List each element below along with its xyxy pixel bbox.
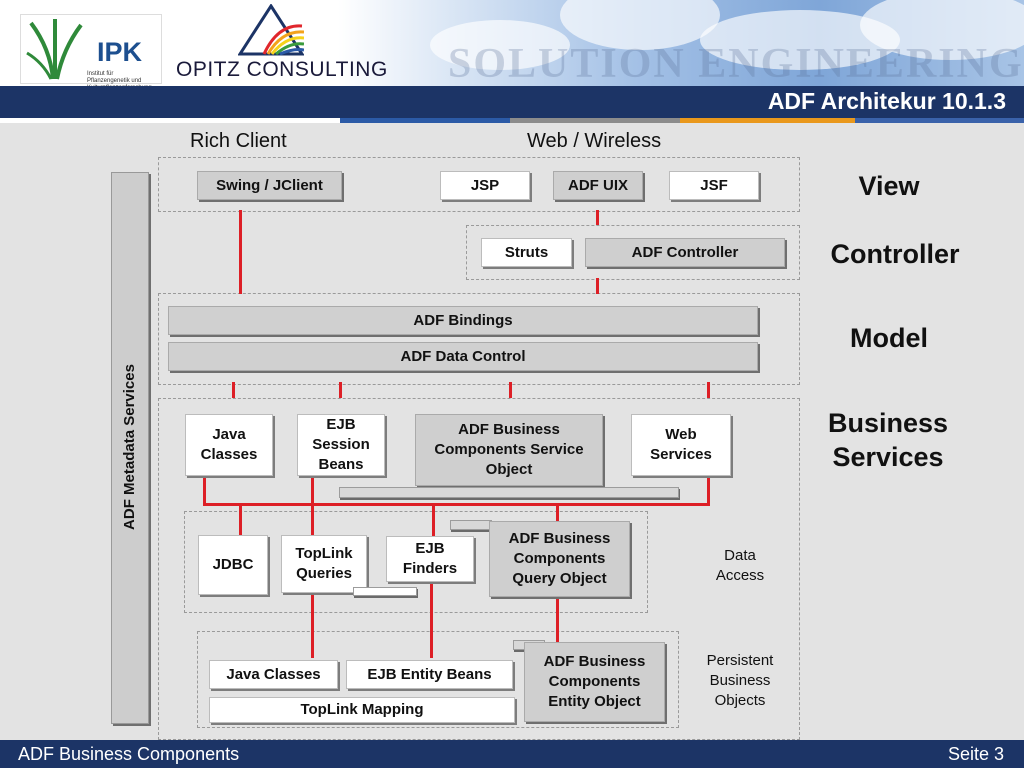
- page-title: ADF Architekur 10.1.3: [767, 88, 1006, 114]
- connector: [232, 382, 235, 398]
- title-bar: [0, 86, 1024, 118]
- adf-uix-box: ADF UIX: [553, 171, 643, 200]
- ipk-logo-text: IPK: [97, 37, 143, 67]
- ejb-finders-box: EJB Finders: [386, 536, 474, 582]
- web-wireless-heading: Web / Wireless: [527, 130, 662, 152]
- model-group: [158, 293, 800, 385]
- stripe-gray: [510, 118, 680, 123]
- stripe-orange: [680, 118, 855, 123]
- connector: [339, 382, 342, 398]
- business-services-group: [158, 398, 800, 740]
- connector: [203, 503, 710, 506]
- data-access-label: Data Access: [715, 547, 765, 584]
- swing-jclient-box: Swing / JClient: [197, 171, 342, 200]
- connector: [430, 582, 433, 658]
- data-access-group: [184, 511, 648, 613]
- connector: [596, 278, 599, 294]
- connector: [311, 478, 314, 535]
- footer-title: ADF Business Components: [18, 744, 240, 764]
- connector: [239, 210, 242, 294]
- connector: [432, 503, 435, 536]
- plant-icon: [26, 19, 83, 80]
- adf-metadata-services-bar: [111, 172, 149, 724]
- connector: [556, 599, 559, 642]
- connector: [596, 210, 599, 225]
- ejb-finders-base: [353, 587, 417, 596]
- adf-data-control-bar: ADF Data Control: [168, 342, 758, 371]
- entity-object-box: ADF Business Components Entity Object: [524, 642, 665, 722]
- jsp-box: JSP: [440, 171, 530, 200]
- page-number: Seite 3: [947, 744, 1004, 764]
- query-object-box: ADF Business Components Query Object: [489, 521, 630, 597]
- toplink-mapping-box: TopLink Mapping: [209, 697, 515, 723]
- java-classes-service-box: Java Classes: [185, 414, 273, 476]
- stripe-white: [0, 118, 340, 123]
- connector: [707, 478, 710, 505]
- opitz-logo-text: OPITZ CONSULTING: [176, 58, 388, 81]
- controller-group: [466, 225, 800, 280]
- stripe-blue-right: [855, 118, 1024, 123]
- ipk-logo: IPK Institut für Pflanzengenetik und Kul…: [20, 14, 162, 98]
- connector: [239, 503, 242, 535]
- view-group: [158, 157, 800, 212]
- watermark-text: SOLUTION ENGINEERING: [448, 41, 1024, 87]
- java-classes-persistent-box: Java Classes: [209, 660, 338, 689]
- layer-model-label: Model: [850, 323, 928, 353]
- adf-controller-box: ADF Controller: [585, 238, 785, 267]
- connector: [311, 594, 314, 658]
- layer-view-label: View: [858, 171, 920, 201]
- adf-metadata-services-label: ADF Metadata Services: [120, 364, 138, 530]
- jdbc-box: JDBC: [198, 535, 268, 595]
- persistent-objects-group: [197, 631, 679, 728]
- web-services-box: Web Services: [631, 414, 731, 476]
- ejb-entity-beans-box: EJB Entity Beans: [346, 660, 513, 689]
- service-object-base: [339, 487, 679, 498]
- persistent-objects-label: Persistent Business Objects: [706, 652, 774, 709]
- connector: [707, 382, 710, 398]
- connector: [203, 478, 206, 505]
- jsf-box: JSF: [669, 171, 759, 200]
- adf-bindings-bar: ADF Bindings: [168, 306, 758, 335]
- struts-box: Struts: [481, 238, 572, 267]
- stripe-blue: [340, 118, 510, 123]
- query-object-top: [450, 520, 492, 530]
- connector: [556, 503, 559, 521]
- layer-business-services-label: Business Services: [827, 408, 949, 472]
- connector: [509, 382, 512, 398]
- footer-bar: [0, 740, 1024, 768]
- rich-client-heading: Rich Client: [190, 130, 287, 152]
- service-object-box: ADF Business Components Service Object: [415, 414, 603, 486]
- header-banner: [0, 0, 1024, 86]
- layer-controller-label: Controller: [830, 239, 960, 269]
- toplink-queries-box: TopLink Queries: [281, 535, 367, 593]
- opitz-logo-icon: [238, 4, 304, 56]
- ejb-session-beans-box: EJB Session Beans: [297, 414, 385, 476]
